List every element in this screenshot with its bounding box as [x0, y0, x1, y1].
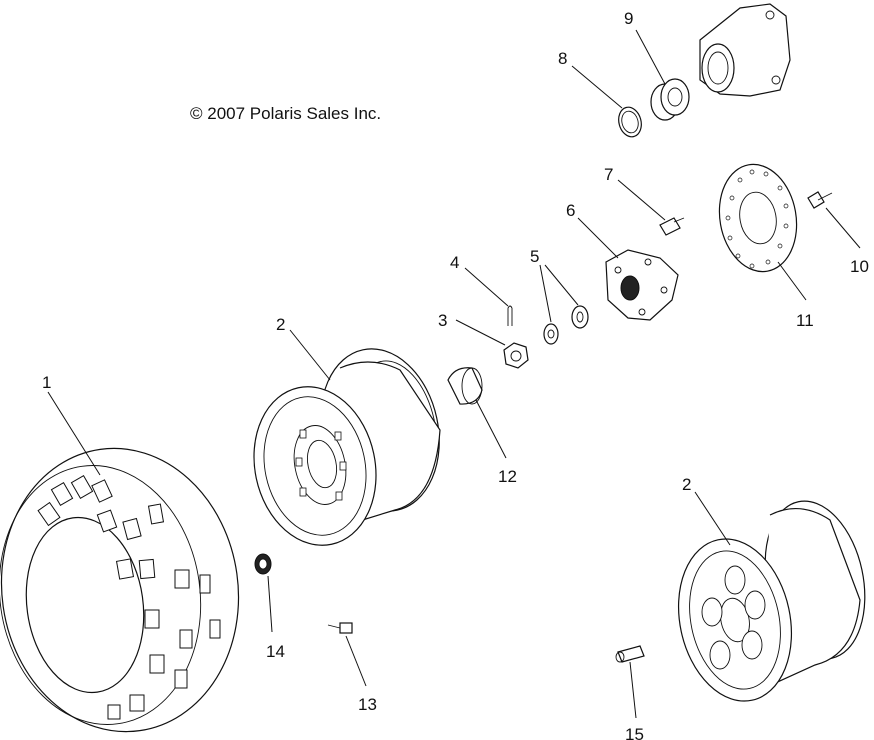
copyright-notice: © 2007 Polaris Sales Inc.	[190, 104, 382, 123]
leader-line-5b	[544, 264, 579, 306]
leader-line-15	[629, 661, 637, 719]
brake-disc	[718, 163, 798, 273]
leader-line-12	[475, 399, 507, 459]
leader-line-4	[464, 267, 509, 307]
callout-5: 5	[530, 247, 539, 266]
leader-line-5a	[539, 264, 552, 323]
callout-2a: 2	[276, 315, 285, 334]
washers	[543, 305, 589, 345]
callout-14: 14	[266, 642, 285, 661]
leader-line-11	[777, 261, 807, 301]
bolt	[807, 191, 833, 209]
snap-ring	[618, 106, 642, 138]
leader-line-8	[571, 65, 623, 109]
callout-15: 15	[625, 725, 644, 740]
leader-line-3	[455, 319, 506, 346]
hub	[605, 249, 679, 321]
callout-7: 7	[604, 165, 613, 184]
valve-stem	[327, 622, 353, 634]
leader-line-6	[577, 217, 619, 259]
callout-8: 8	[558, 49, 567, 68]
leader-line-2b	[694, 491, 731, 546]
dust-cap	[447, 367, 483, 405]
cotter-pin	[507, 305, 513, 326]
callout-2b: 2	[682, 475, 691, 494]
knuckle	[699, 3, 791, 97]
callout-4: 4	[450, 253, 459, 272]
leader-line-1	[47, 391, 101, 476]
wheel-right	[677, 500, 866, 702]
callout-12: 12	[498, 467, 517, 486]
leader-line-13	[345, 635, 367, 687]
wheel-left	[253, 348, 441, 546]
valve-stem-cast	[615, 645, 645, 663]
nut	[503, 342, 529, 369]
callout-13: 13	[358, 695, 377, 714]
callout-10: 10	[850, 257, 869, 276]
leader-line-2a	[289, 329, 331, 381]
leader-line-14	[267, 575, 273, 633]
leader-line-9	[635, 29, 666, 85]
callout-3: 3	[438, 311, 447, 330]
callout-9: 9	[624, 9, 633, 28]
callout-6: 6	[566, 201, 575, 220]
leader-line-7	[617, 179, 666, 221]
callout-11: 11	[796, 311, 814, 330]
tire	[0, 447, 240, 733]
stud	[659, 217, 685, 236]
bearing	[650, 78, 690, 121]
valve-nut	[254, 553, 272, 575]
leader-line-10	[825, 207, 861, 249]
callout-1: 1	[42, 373, 51, 392]
